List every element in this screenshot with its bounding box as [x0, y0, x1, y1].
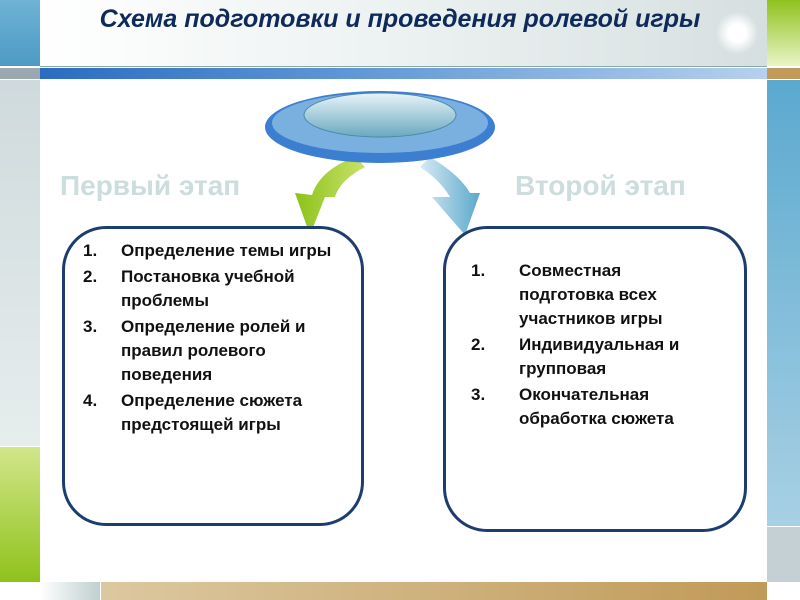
- list-item: 3. Окончательная обработка сюжета: [471, 383, 744, 431]
- bottom-bar: [101, 582, 767, 600]
- sun-icon: [712, 8, 762, 58]
- header-band: [40, 68, 767, 79]
- list-item-text: 2.: [83, 267, 98, 286]
- arrow-left-icon: [295, 157, 365, 235]
- left-strip-top: [0, 0, 40, 66]
- stage1-label: Первый этап: [60, 170, 241, 201]
- right-strip-gray: [767, 527, 800, 582]
- right-strip-band: [767, 68, 800, 79]
- list-item-text: Определение ролей и правил ролевого пове…: [121, 317, 306, 384]
- right-strip-blue: [767, 80, 800, 526]
- list-item-text: 3.: [471, 385, 486, 404]
- stage2-label: Второй этап: [515, 170, 686, 201]
- list-item-text: 1.: [83, 241, 98, 260]
- list-item-text: 2.: [471, 335, 486, 354]
- list-item-text: Совместная подготовка всех участников иг…: [519, 261, 663, 328]
- list-item: 4. Определение сюжета предстоящей игры: [83, 389, 361, 437]
- slide-title: Схема подготовки и проведения ролевой иг…: [99, 5, 701, 33]
- list-item-text: Определение темы игры: [121, 241, 332, 260]
- list-item-text: Окончательная обработка сюжета: [519, 385, 674, 428]
- list-item-text: 1.: [471, 261, 486, 280]
- list-item-text: Индивидуальная и групповая: [519, 335, 680, 378]
- stage1-box: 1. Определение темы игры 2. Постановка уче…: [62, 226, 364, 526]
- left-strip-band: [0, 68, 40, 79]
- list-item: 2. Индивидуальная и групповая: [471, 333, 744, 381]
- left-strip-green: [0, 447, 40, 582]
- stage2-box: 1. Совместная подготовка всех участников …: [443, 226, 747, 532]
- list-item-text: 3.: [83, 317, 98, 336]
- diagram-graphic: [265, 91, 495, 235]
- list-item: 1. Совместная подготовка всех участников …: [471, 259, 744, 331]
- list-item: 2. Постановка учебной проблемы: [83, 265, 361, 313]
- list-item: 3. Определение ролей и правил ролевого по…: [83, 315, 361, 387]
- left-strip-mid: [0, 80, 40, 446]
- arrow-right-icon: [420, 157, 480, 235]
- list-item-text: 4.: [83, 391, 98, 410]
- list-item-text: Постановка учебной проблемы: [121, 267, 295, 310]
- list-item: 1. Определение темы игры: [83, 239, 361, 263]
- bottom-bar-left: [40, 582, 100, 600]
- right-strip-top: [767, 0, 800, 66]
- list-item-text: Определение сюжета предстоящей игры: [121, 391, 303, 434]
- title-area: [40, 0, 767, 67]
